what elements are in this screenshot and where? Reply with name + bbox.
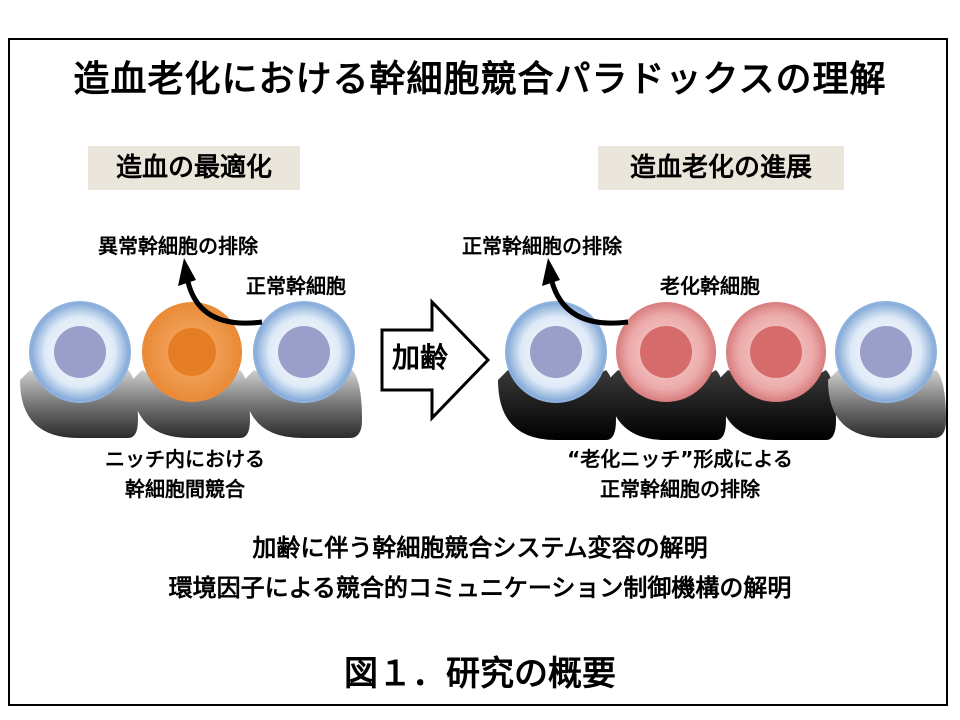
figure-caption: 図１．研究の概要 (344, 654, 616, 694)
left-cell-label: 正常幹細胞 (246, 274, 346, 298)
right-removal-arrow (542, 258, 629, 326)
figure-frame (8, 38, 948, 706)
right-caption-line2: 正常幹細胞の排除 (600, 477, 760, 501)
left-caption: ニッチ内における 幹細胞間競合 (60, 444, 310, 504)
normal-stem-cell (253, 301, 355, 403)
figure-title: 造血老化における幹細胞競合パラドックスの理解 (73, 59, 887, 100)
normal-stem-cell (29, 301, 131, 403)
right-heading: 造血老化の進展 (598, 146, 844, 190)
right-caption-line1: “老化ニッチ”形成による (567, 447, 793, 471)
summary-line2: 環境因子による競合的コミュニケーション制御機構の解明 (168, 574, 792, 602)
left-caption-line1: ニッチ内における (105, 447, 265, 471)
left-cells (29, 301, 355, 403)
right-cells (505, 301, 937, 403)
left-removal-label: 異常幹細胞の排除 (98, 234, 258, 258)
abnormal-stem-cell (142, 302, 242, 402)
right-cell-label: 老化幹細胞 (660, 274, 760, 298)
left-caption-line2: 幹細胞間競合 (125, 477, 245, 501)
right-caption: “老化ニッチ”形成による 正常幹細胞の排除 (520, 444, 840, 504)
aging-arrow (380, 298, 491, 422)
normal-stem-cell (505, 301, 607, 403)
aged-stem-cell (616, 302, 716, 402)
aged-stem-cell (726, 302, 826, 402)
summary-line1: 加齢に伴う幹細胞競合システム変容の解明 (252, 534, 708, 562)
right-removal-label: 正常幹細胞の排除 (462, 234, 622, 258)
left-removal-arrow (178, 258, 263, 326)
aging-label: 加齢 (391, 341, 448, 374)
normal-stem-cell (835, 301, 937, 403)
left-heading: 造血の最適化 (88, 146, 300, 190)
